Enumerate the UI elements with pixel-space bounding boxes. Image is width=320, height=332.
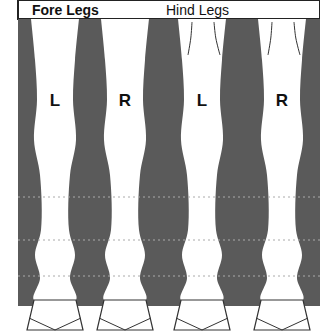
hoof-line [176, 318, 228, 330]
hoof-line [29, 318, 81, 330]
stifle-line [214, 22, 220, 55]
hoof [97, 300, 153, 330]
dotted-guide [18, 240, 320, 241]
white-leg [258, 19, 306, 304]
dark-ground [18, 19, 320, 306]
hoof-line [256, 318, 308, 330]
header-band [18, 0, 320, 19]
stifle-line [268, 22, 272, 55]
column-heading: Fore Legs [32, 3, 99, 17]
hoof [27, 300, 83, 330]
side-letter: L [50, 92, 60, 109]
stifle-line [294, 22, 300, 55]
hoof [174, 300, 230, 330]
dotted-guide [18, 197, 320, 198]
hoof [254, 300, 310, 330]
dotted-guide [18, 276, 320, 277]
white-leg [101, 19, 149, 304]
white-leg [178, 19, 226, 304]
side-letter: R [119, 92, 131, 109]
white-leg [31, 19, 79, 304]
hoof-line [99, 318, 151, 330]
column-heading: Hind Legs [166, 3, 229, 17]
side-letter: L [197, 92, 207, 109]
stifle-line [188, 22, 192, 55]
side-letter: R [276, 92, 288, 109]
